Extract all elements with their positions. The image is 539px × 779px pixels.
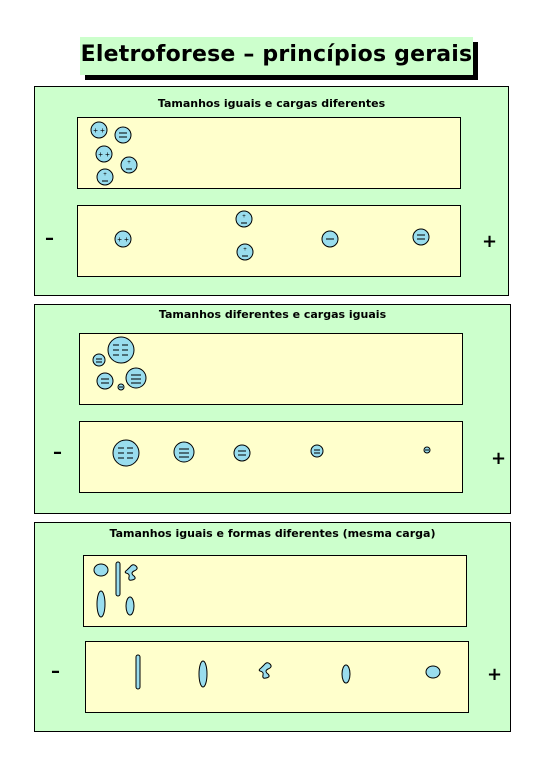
particle-tiny (423, 446, 431, 454)
particle-rod (135, 654, 141, 690)
title-box: Eletroforese – princípios gerais (80, 37, 473, 75)
positive-electrode-label: + (491, 448, 507, 469)
particle-neutral: + (236, 243, 254, 261)
sample-strip (79, 333, 463, 405)
particle-positive-2: + + (95, 145, 113, 163)
particle-negative-1 (321, 230, 339, 248)
positive-electrode-label: + (487, 664, 503, 685)
panel-title: Tamanhos iguais e formas diferentes (mes… (109, 527, 436, 540)
particle-small (310, 444, 324, 458)
svg-text:+: + (243, 247, 247, 253)
particle-neutral: + (120, 156, 138, 174)
sample-strip (77, 117, 461, 189)
svg-text:+ +: + + (93, 126, 105, 135)
svg-text:+ +: + + (117, 235, 129, 244)
panel-title: Tamanhos diferentes e cargas iguais (158, 308, 387, 321)
particle-irregular (258, 662, 272, 679)
particle-positive-2: + + (90, 121, 108, 139)
particle-large (112, 439, 140, 467)
particle-oval-wide (93, 563, 109, 577)
particle-neutral: + (96, 168, 114, 186)
sample-strip (83, 555, 467, 627)
svg-text:+ +: + + (98, 150, 110, 159)
particle-medium-large (125, 367, 147, 389)
particle-medium-large (173, 441, 195, 463)
particle-elongated (96, 590, 106, 618)
particle-oval-tall (341, 664, 351, 684)
panel-equal-size-different-shape: Tamanhos iguais e formas diferentes (mes… (34, 522, 511, 732)
particle-oval-wide (425, 665, 441, 679)
particle-negative-2 (412, 228, 430, 246)
svg-text:+: + (127, 160, 131, 166)
svg-text:+: + (242, 214, 246, 220)
particle-medium (233, 444, 251, 462)
positive-electrode-label: + (482, 231, 498, 252)
particle-irregular (124, 564, 138, 581)
particle-oval-tall (125, 596, 135, 616)
svg-text:+: + (103, 172, 107, 178)
particle-tiny (117, 383, 125, 391)
particle-elongated (198, 660, 208, 688)
particle-medium (96, 372, 114, 390)
page-title: Eletroforese – princípios gerais (80, 42, 473, 67)
particle-neutral: + (235, 210, 253, 228)
negative-electrode-label: – (53, 442, 62, 463)
particle-negative-2 (114, 126, 132, 144)
negative-electrode-label: – (45, 228, 54, 249)
particle-positive-2: + + (114, 230, 132, 248)
gel-strip (85, 641, 469, 713)
gel-strip (79, 421, 463, 493)
particle-large (107, 336, 135, 364)
gel-strip (77, 205, 461, 277)
panel-equal-size-different-charge: Tamanhos iguais e cargas diferentes – + (34, 86, 509, 296)
particle-small (92, 353, 106, 367)
negative-electrode-label: – (51, 661, 60, 682)
panel-title: Tamanhos iguais e cargas diferentes (157, 97, 386, 110)
particle-rod (115, 561, 121, 597)
